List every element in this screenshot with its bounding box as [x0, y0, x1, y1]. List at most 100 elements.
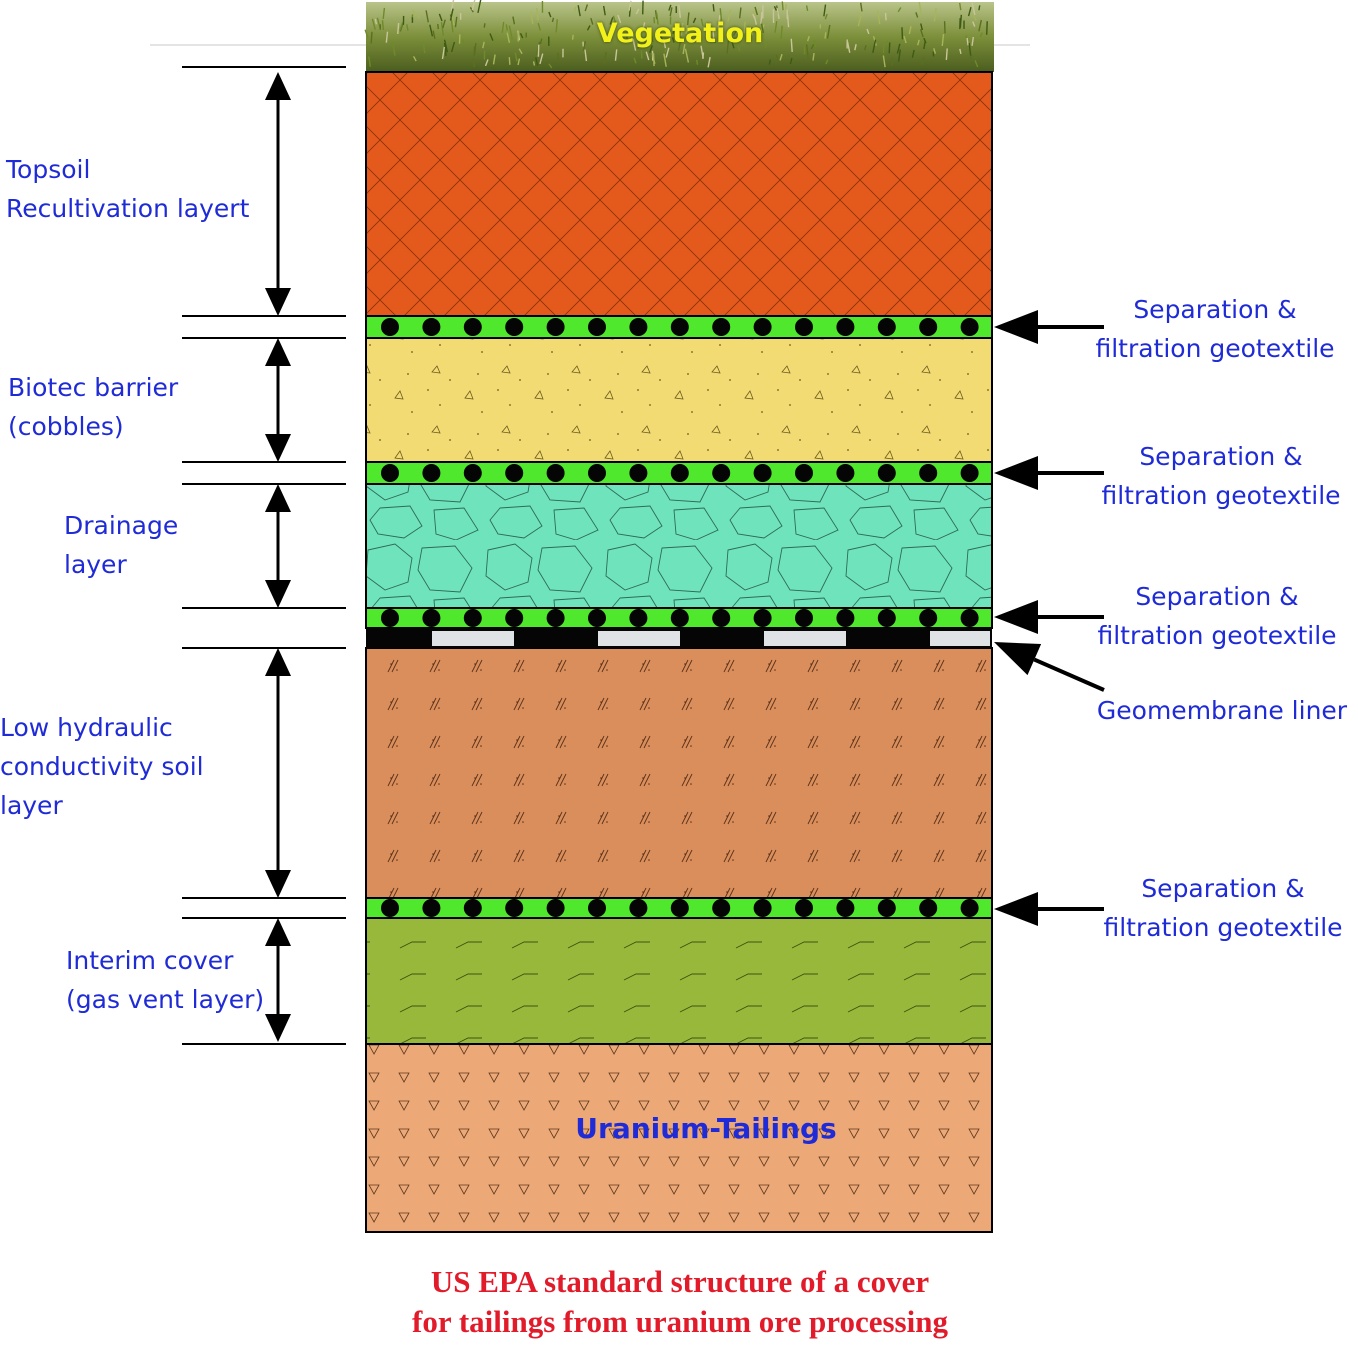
label-topsoil: Topsoil Recultivation layert	[6, 150, 249, 228]
arrowhead-down	[265, 580, 291, 608]
geotextile-bead	[754, 464, 772, 482]
grass-blade	[979, 5, 980, 10]
tailings-label: Uranium-Tailings	[366, 1112, 1046, 1145]
dimension-arrow	[265, 484, 291, 608]
pointer-head	[994, 456, 1038, 490]
label-interim-cover: Interim cover (gas vent layer)	[66, 941, 264, 1019]
pointer-head	[994, 642, 1041, 675]
topsoil-layer	[366, 72, 992, 316]
grass-blade	[713, 4, 714, 11]
grass-blade	[782, 1, 783, 10]
biotec-barrier-layer	[366, 338, 992, 462]
pointer-arrow	[994, 456, 1104, 490]
geotextile-bead	[754, 609, 772, 627]
geotextile-bead	[712, 464, 730, 482]
geotextile-bead	[795, 609, 813, 627]
geotextile-bead	[629, 609, 647, 627]
geotextile-bead	[464, 318, 482, 336]
geotextile-bead	[547, 899, 565, 917]
geotextile-bead	[547, 464, 565, 482]
geotextile-bead	[547, 318, 565, 336]
geotextile-bead	[919, 318, 937, 336]
grass-blade	[697, 60, 698, 65]
geotextile-bead	[671, 464, 689, 482]
label-geotextile-2: Separation & filtration geotextile	[1092, 437, 1350, 515]
figure-caption: US EPA standard structure of a cover for…	[300, 1262, 1060, 1342]
low-conductivity-layer	[366, 648, 992, 898]
label-geomembrane: Geomembrane liner	[1088, 691, 1356, 730]
liner-segment	[930, 631, 990, 646]
arrowhead-down	[265, 1014, 291, 1042]
arrowhead-down	[265, 434, 291, 462]
pointer-shaft	[1034, 660, 1104, 690]
geotextile-bead	[671, 899, 689, 917]
geotextile-bead	[795, 464, 813, 482]
geotextile-bead	[547, 609, 565, 627]
drainage-layer	[366, 484, 992, 608]
arrowhead-down	[265, 288, 291, 316]
arrowhead-up	[265, 338, 291, 366]
geomembrane-liner	[366, 628, 992, 648]
geotextile-strip	[366, 608, 992, 628]
geotextile-bead	[878, 899, 896, 917]
dimension-arrow	[265, 648, 291, 898]
geotextile-bead	[464, 609, 482, 627]
dimension-arrow	[265, 72, 291, 316]
geotextile-bead	[629, 318, 647, 336]
interim-cover-layer	[366, 918, 992, 1044]
liner-segment	[432, 631, 514, 646]
geotextile-bead	[671, 318, 689, 336]
geotextile-bead	[961, 318, 979, 336]
geotextile-bead	[754, 899, 772, 917]
geotextile-bead	[381, 899, 399, 917]
grass-blade	[703, 52, 704, 59]
grass-blade	[786, 4, 787, 10]
vegetation-label: Vegetation	[366, 18, 994, 49]
geotextile-strip	[366, 462, 992, 484]
label-geotextile-1: Separation & filtration geotextile	[1086, 290, 1344, 368]
geotextile-bead	[836, 318, 854, 336]
geotextile-bead	[919, 464, 937, 482]
geotextile-bead	[505, 464, 523, 482]
geotextile-bead	[629, 464, 647, 482]
pointer-arrow	[994, 892, 1104, 926]
geotextile-bead	[878, 609, 896, 627]
geotextile-bead	[754, 318, 772, 336]
geotextile-bead	[961, 464, 979, 482]
geotextile-bead	[878, 318, 896, 336]
geotextile-bead	[919, 899, 937, 917]
grass-blade	[946, 48, 947, 59]
geotextile-bead	[381, 609, 399, 627]
geotextile-bead	[712, 899, 730, 917]
label-low-conductivity: Low hydraulic conductivity soil layer	[0, 708, 204, 825]
geotextile-bead	[505, 609, 523, 627]
geotextile-bead	[878, 464, 896, 482]
geotextile-bead	[712, 318, 730, 336]
geotextile-bead	[671, 609, 689, 627]
geotextile-bead	[381, 318, 399, 336]
geotextile-bead	[381, 464, 399, 482]
geotextile-bead	[629, 899, 647, 917]
geotextile-bead	[588, 899, 606, 917]
arrowhead-up	[265, 72, 291, 100]
grass-blade	[509, 57, 510, 65]
grass-blade	[770, 60, 771, 65]
arrowhead-up	[265, 918, 291, 946]
pointer-head	[994, 600, 1038, 634]
geotextile-bead	[464, 464, 482, 482]
liner-segment	[598, 631, 680, 646]
geotextile-bead	[588, 464, 606, 482]
geotextile-bead	[836, 464, 854, 482]
label-biotec-barrier: Biotec barrier (cobbles)	[8, 368, 178, 446]
geotextile-bead	[422, 609, 440, 627]
geotextile-bead	[464, 899, 482, 917]
arrowhead-up	[265, 648, 291, 676]
pointer-head	[994, 892, 1038, 926]
arrowhead-up	[265, 484, 291, 512]
geotextile-strip	[366, 316, 992, 338]
grass-blade	[558, 53, 559, 63]
arrowhead-down	[265, 870, 291, 898]
label-geotextile-3: Separation & filtration geotextile	[1088, 577, 1346, 655]
geotextile-bead	[795, 899, 813, 917]
